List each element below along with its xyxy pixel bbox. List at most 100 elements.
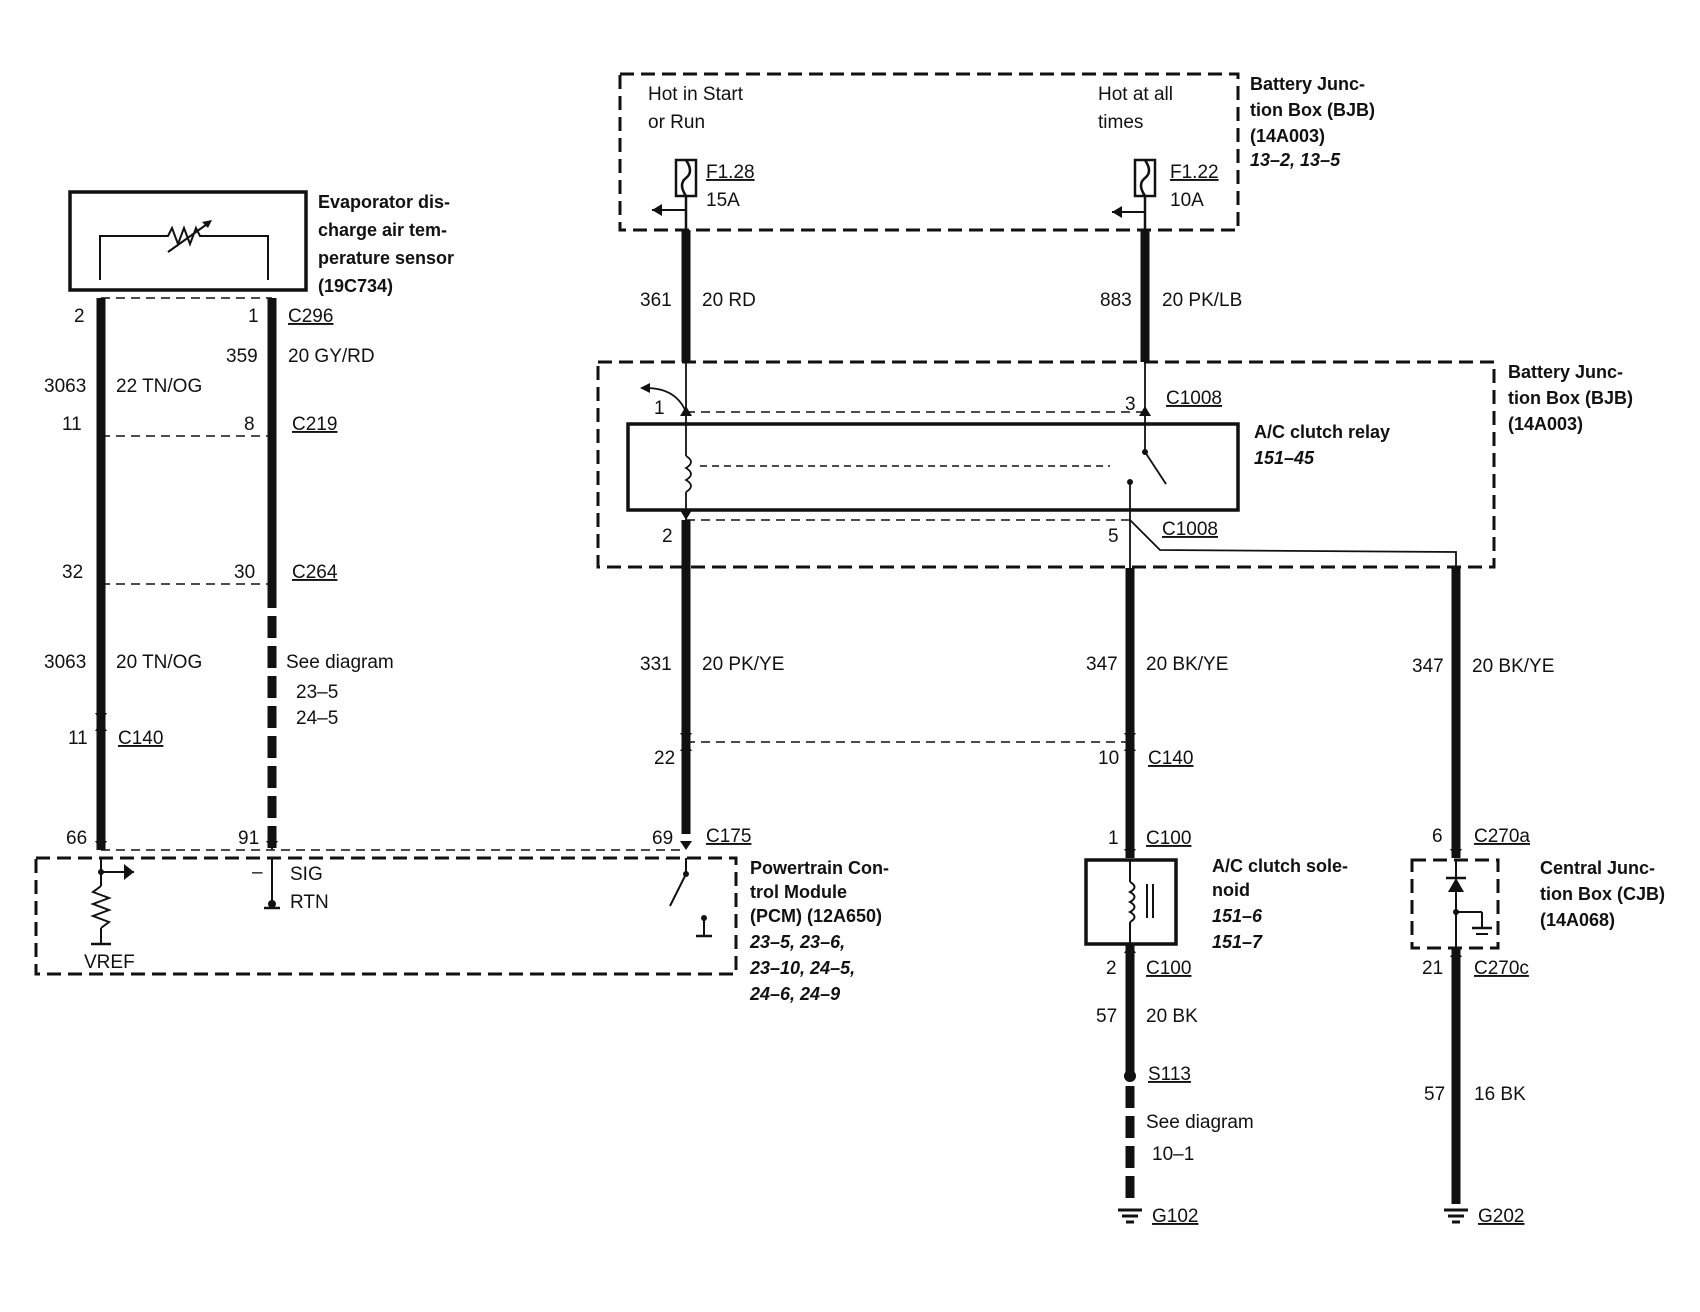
ground-g202-icon	[1444, 1208, 1468, 1224]
pcm-sig: SIG	[290, 864, 323, 885]
solenoid-ref-2: 151–7	[1212, 932, 1263, 952]
pcm-title-2: trol Module	[750, 882, 847, 902]
wire-3063b-circuit: 3063	[44, 652, 86, 673]
solenoid-title-2: noid	[1212, 880, 1250, 900]
see-diagram-left-3: 24–5	[296, 708, 338, 729]
bjb-top-box: Hot in Start or Run Hot at all times F1.…	[618, 72, 1375, 232]
bjb-top-title-2: tion Box (BJB)	[1250, 100, 1375, 120]
bjb-mid-title-2: tion Box (BJB)	[1508, 388, 1633, 408]
wire-883-gauge: 20 PK/LB	[1162, 290, 1242, 311]
sensor-title-1: Evaporator dis-	[318, 192, 450, 212]
c270a-name: C270a	[1474, 826, 1530, 847]
s113-name: S113	[1148, 1064, 1191, 1085]
wire-347a-gauge: 20 BK/YE	[1146, 654, 1228, 675]
c296-name: C296	[288, 306, 333, 327]
pcm-module: VREF – SIG RTN Powertrain Con- trol Modu…	[34, 856, 889, 1004]
bjb-top-ref: 13–2, 13–5	[1250, 150, 1341, 170]
wire-331-circuit: 331	[640, 654, 672, 675]
c219-pinL: 11	[62, 414, 82, 435]
wire-57b-circuit: 57	[1424, 1084, 1445, 1105]
wire-347b-gauge: 20 BK/YE	[1472, 656, 1554, 677]
relay-pin3: 3	[1125, 394, 1136, 415]
evap-sensor: Evaporator dis- charge air tem- perature…	[68, 190, 454, 296]
pcm-ref-1: 23–5, 23–6,	[749, 932, 845, 952]
c270c-pin: 21	[1422, 958, 1443, 979]
c175-pin66: 66	[66, 828, 87, 849]
pcm-outline	[34, 856, 738, 976]
wire-3063a-gauge: 22 TN/OG	[116, 376, 202, 397]
pcm-rtn: RTN	[290, 892, 329, 913]
pcm-ref-2: 23–10, 24–5,	[749, 958, 855, 978]
wire-57a-gauge: 20 BK	[1146, 1006, 1198, 1027]
wire-361-circuit: 361	[640, 290, 672, 311]
fuse-icon	[1112, 158, 1157, 232]
splice-s113-icon	[1124, 1070, 1136, 1082]
hot-all-line1: Hot at all	[1098, 84, 1173, 105]
bjb-top-outline	[618, 72, 1240, 232]
c264-pinL: 32	[62, 562, 83, 583]
c296-pinL: 2	[74, 306, 85, 327]
bjb-top-title-1: Battery Junc-	[1250, 74, 1365, 94]
see-diagram-bottom-1: See diagram	[1146, 1112, 1254, 1133]
wire-57a-circuit: 57	[1096, 1006, 1117, 1027]
wire-883-circuit: 883	[1100, 290, 1132, 311]
c100b-pin: 2	[1106, 958, 1117, 979]
c140a-name: C140	[118, 728, 163, 749]
fuse-f122-rating: 10A	[1170, 190, 1204, 211]
solenoid-title-1: A/C clutch sole-	[1212, 856, 1348, 876]
wire-347a-circuit: 347	[1086, 654, 1118, 675]
diode-icon	[1448, 878, 1464, 892]
relay-ref: 151–45	[1254, 448, 1315, 468]
c140a-pin: 11	[68, 728, 88, 749]
wire-347b-circuit: 347	[1412, 656, 1444, 677]
c264-name: C264	[292, 562, 338, 583]
bjb-top-title-3: (14A003)	[1250, 126, 1325, 146]
ground-g102-icon	[1118, 1208, 1142, 1224]
relay-conn-bot: C1008	[1162, 519, 1218, 540]
c100a-pin: 1	[1108, 828, 1119, 849]
ac-clutch-solenoid: A/C clutch sole- noid 151–6 151–7	[1084, 856, 1348, 952]
see-diagram-bottom-2: 10–1	[1152, 1144, 1194, 1165]
resistor-icon	[90, 885, 112, 929]
wire-331-gauge: 20 PK/YE	[702, 654, 784, 675]
bjb-mid-title-3: (14A003)	[1508, 414, 1583, 434]
c296-pinR: 1	[248, 306, 259, 327]
wire-361-gauge: 20 RD	[702, 290, 756, 311]
ac-clutch-relay: A/C clutch relay 151–45 1 3 C1008 2 5 C1…	[626, 362, 1390, 547]
c140b-pin10: 10	[1098, 748, 1119, 769]
c219-name: C219	[292, 414, 337, 435]
cjb-title-1: Central Junc-	[1540, 858, 1655, 878]
cjb-module: Central Junc- tion Box (CJB) (14A068)	[1410, 858, 1665, 950]
c175-name: C175	[706, 826, 751, 847]
c219-pinR: 8	[244, 414, 255, 435]
relay-title: A/C clutch relay	[1254, 422, 1390, 442]
pcm-switch-icon	[669, 873, 687, 907]
cjb-title-2: tion Box (CJB)	[1540, 884, 1665, 904]
relay-pin5: 5	[1108, 526, 1119, 547]
hot-start-line2: or Run	[648, 112, 705, 133]
cjb-title-3: (14A068)	[1540, 910, 1615, 930]
bjb-mid-outline	[596, 360, 1496, 569]
bjb-mid-box: Battery Junc- tion Box (BJB) (14A003)	[596, 360, 1633, 569]
wire-3063a-circuit: 3063	[44, 376, 86, 397]
pcm-vref: VREF	[84, 952, 135, 973]
fuse-f122-id: F1.22	[1170, 162, 1219, 183]
c100b-name: C100	[1146, 958, 1191, 979]
relay-coil-icon	[684, 455, 692, 493]
wire-57b-gauge: 16 BK	[1474, 1084, 1526, 1105]
pcm-title-1: Powertrain Con-	[750, 858, 889, 878]
c270c-name: C270c	[1474, 958, 1529, 979]
relay-outline	[626, 422, 1240, 512]
relay-pin2: 2	[662, 526, 673, 547]
c264-pinR: 30	[234, 562, 255, 583]
wire-359-gauge: 20 GY/RD	[288, 346, 375, 367]
g202-name: G202	[1478, 1206, 1524, 1227]
c100a-name: C100	[1146, 828, 1191, 849]
see-diagram-left-1: See diagram	[286, 652, 394, 673]
hot-all-line2: times	[1098, 112, 1143, 133]
thermistor-icon	[167, 221, 211, 253]
relay-conn-top: C1008	[1166, 388, 1222, 409]
relay-switch-icon	[1144, 451, 1167, 485]
fuse-f128-id: F1.28	[706, 162, 755, 183]
